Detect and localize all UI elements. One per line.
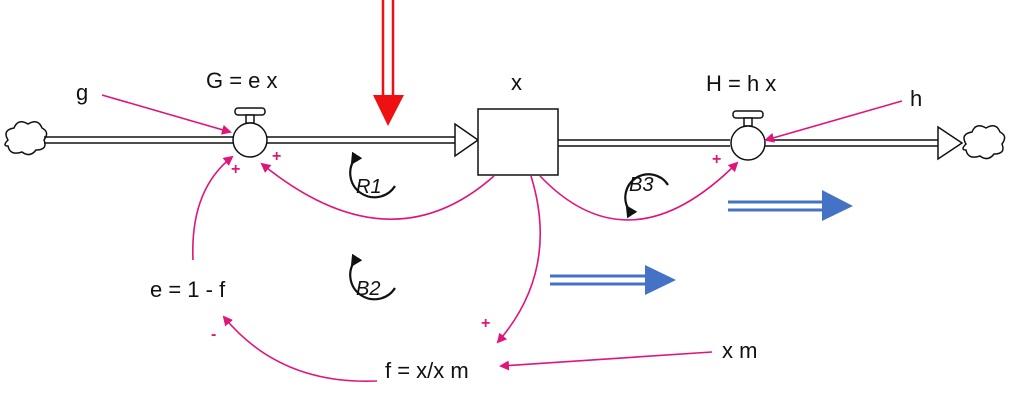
loop-R1-arrow-icon xyxy=(349,151,396,199)
label-xm: x m xyxy=(722,338,758,363)
label-H-flow: H = h x xyxy=(706,71,777,96)
loop-B2-arrow-icon xyxy=(349,253,396,301)
link-x-to-G xyxy=(260,162,495,220)
sign-x-to-G: + xyxy=(272,148,282,165)
label-g: g xyxy=(76,80,89,105)
valve-G-icon xyxy=(232,107,268,158)
valve-H-icon xyxy=(730,110,766,161)
blue-right-arrow-icon xyxy=(550,265,676,295)
sign-f-to-e: - xyxy=(211,326,217,343)
stock-x-box xyxy=(477,108,559,176)
label-f: f = x/x m xyxy=(385,358,469,383)
sign-x-to-H: + xyxy=(712,151,722,168)
source-cloud-icon xyxy=(4,121,48,156)
loop-R1-label: R1 xyxy=(356,176,382,198)
link-e-to-G xyxy=(192,155,234,261)
link-g-to-G xyxy=(101,94,232,135)
loop-B3-arrow-icon xyxy=(624,173,669,219)
link-f-to-e xyxy=(222,315,378,383)
sign-e-to-G: + xyxy=(231,161,241,178)
inflow-pipe xyxy=(44,122,480,158)
sign-x-to-f: + xyxy=(481,315,491,332)
link-xm-to-f xyxy=(499,351,713,371)
link-x-to-H xyxy=(539,161,739,221)
loop-B2-label: B2 xyxy=(356,278,381,300)
link-x-to-f xyxy=(496,175,541,344)
red-down-arrow-icon xyxy=(373,0,404,126)
label-e: e = 1 - f xyxy=(150,277,226,302)
link-h-to-H xyxy=(764,100,903,143)
sink-cloud-icon xyxy=(962,125,1006,160)
label-G-flow: G = e x xyxy=(206,68,278,93)
blue-right-arrow-icon xyxy=(728,190,853,221)
outflow-pipe xyxy=(558,125,964,161)
loop-B3-label: B3 xyxy=(629,174,654,196)
label-stock-x: x xyxy=(511,70,522,95)
label-h: h xyxy=(910,86,923,111)
